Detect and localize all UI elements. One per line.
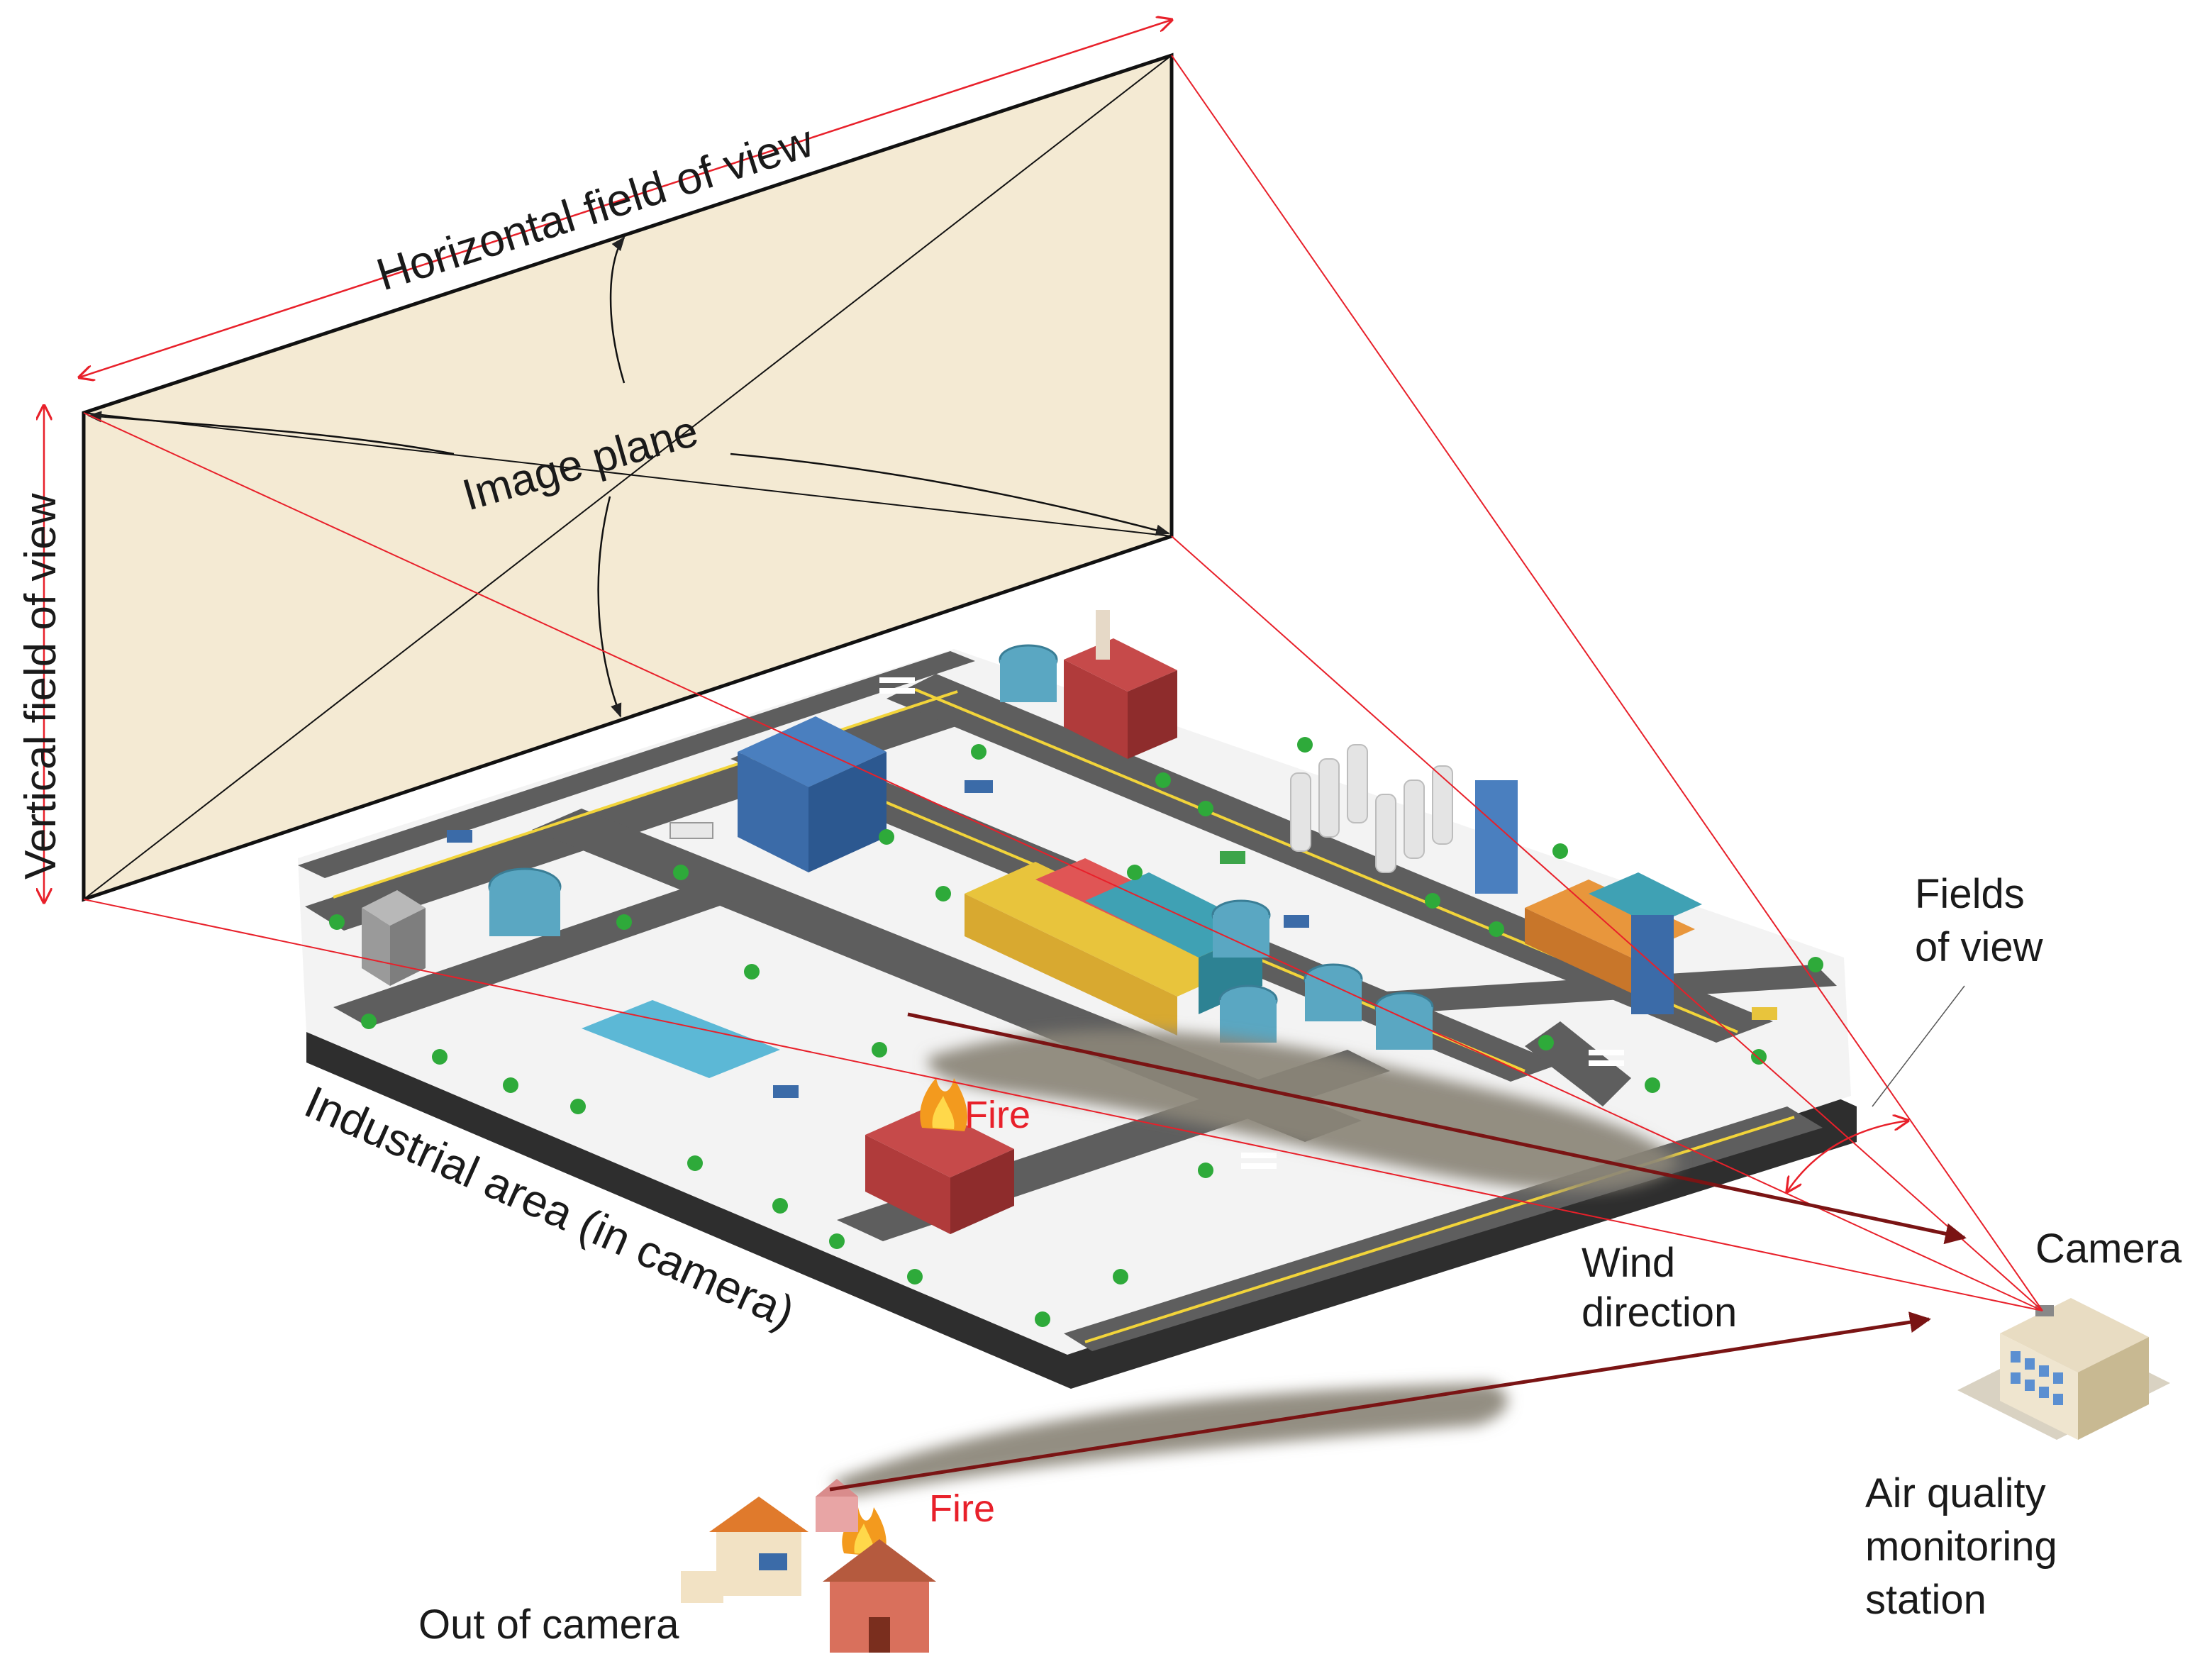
wind-direction-label-1: Wind: [1582, 1240, 1675, 1286]
station-label-3: station: [1865, 1577, 1986, 1623]
fire-icon: [920, 1078, 968, 1131]
monitoring-station-icon: [1957, 1298, 2170, 1440]
wind-arrow-industrial: [907, 1012, 1967, 1245]
station-label-2: monitoring: [1865, 1524, 2057, 1570]
house-icon: [823, 1539, 936, 1653]
camera-label: Camera: [2035, 1226, 2182, 1272]
factory-building-icon: [1064, 610, 1177, 759]
wind-direction-label-2: direction: [1582, 1289, 1737, 1336]
factory-building-icon: [362, 890, 780, 1078]
industrial-smoke-plume: [928, 1030, 1681, 1191]
house-icon: [681, 1497, 808, 1603]
fire-label-houses: Fire: [929, 1487, 995, 1530]
vertical-fov-label: Vertical field of view: [16, 493, 65, 880]
factory-building-icon: [865, 1106, 1014, 1234]
horizontal-fov-arrow: [79, 20, 1172, 377]
fields-of-view-label-1: Fields: [1915, 871, 2025, 917]
fov-angle-arc: [1787, 985, 1965, 1192]
out-of-camera-label: Out of camera: [418, 1602, 679, 1648]
fire-label-industrial: Fire: [965, 1094, 1030, 1136]
factory-building-icon: [738, 716, 887, 872]
fields-of-view-label-2: of view: [1915, 924, 2044, 970]
station-label-1: Air quality: [1865, 1470, 2046, 1516]
tree-icon: [329, 737, 1823, 1327]
truck-icon: [447, 780, 1777, 1098]
storage-tank-icon: [1290, 744, 1453, 873]
wind-arrow-houses: [829, 1311, 1931, 1492]
storage-tank-icon: [488, 644, 1434, 1050]
